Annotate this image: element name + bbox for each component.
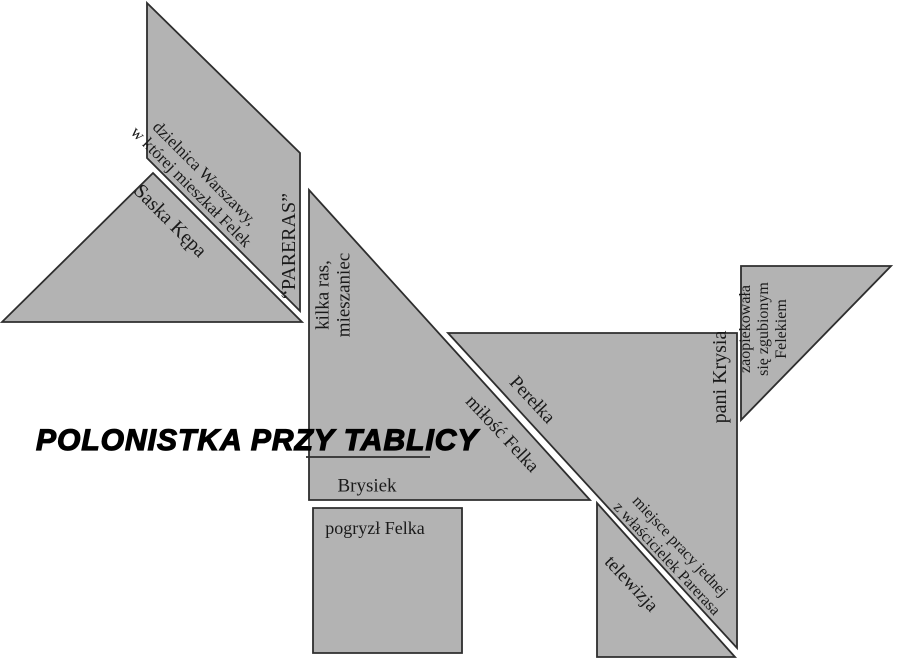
piece-body-triangle (445, 332, 738, 651)
label-kilka-ras: kilka ras,mieszaniec (313, 253, 356, 337)
piece-hind-leg (596, 500, 738, 658)
label-line: mieszaniec (334, 252, 355, 338)
label-pani-krysia: pani Krysia (709, 331, 731, 424)
page-title: POLONISTKA PRZY TABLICY (35, 423, 479, 457)
label-line: Felekiem (772, 299, 790, 359)
label-pogryzl-felka: pogryzł Felka (325, 518, 424, 538)
label-line: pani Krysia (708, 330, 731, 424)
label-brysiek: Brysiek (337, 475, 396, 496)
piece-tail-triangle (740, 265, 894, 423)
piece-front-leg-square (312, 507, 463, 654)
label-line: kilka ras, (312, 260, 334, 330)
label-line: pogryzł Felka (325, 517, 425, 538)
label-pareras: “PARERAS” (278, 193, 300, 299)
label-line: “PARERAS” (277, 193, 300, 299)
piece-chest-triangle (308, 187, 593, 501)
label-line: zaopiekowała (737, 285, 755, 373)
piece-head-triangle-saska (0, 171, 305, 323)
label-line: Brysiek (337, 475, 397, 497)
label-line: się zgubionym (755, 282, 773, 376)
piece-ear-parallelogram (146, 0, 301, 314)
